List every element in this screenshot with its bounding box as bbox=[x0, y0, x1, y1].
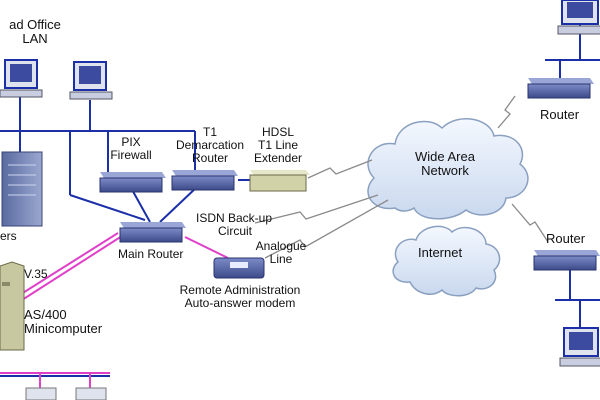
hdsl-label-line3: Extender bbox=[253, 151, 303, 165]
remote-label-line2: Auto-answer modem bbox=[184, 296, 296, 310]
hdsl-label: HDSL T1 Line Extender bbox=[250, 126, 306, 165]
isdn-label-line2: Circuit bbox=[218, 224, 253, 238]
t1-demarcation-router-icon bbox=[171, 170, 238, 191]
remote-admin-label: Remote Administration Auto-answer modem bbox=[165, 284, 315, 310]
pc-bottom-left-1 bbox=[25, 387, 57, 400]
hdsl-label-line2: T1 Line bbox=[257, 138, 299, 152]
servers-label: ers bbox=[0, 229, 17, 243]
modem-icon bbox=[213, 257, 265, 279]
remote-label-line1: Remote Administration bbox=[179, 283, 301, 297]
tower-server-icon bbox=[1, 151, 43, 227]
as400-label-line1: AS/400 bbox=[24, 307, 67, 322]
pink-links bbox=[0, 232, 229, 390]
internet-label: Internet bbox=[418, 245, 463, 260]
router-top-right-icon bbox=[527, 78, 594, 99]
main-router-icon bbox=[119, 222, 186, 243]
pix-label-line2: Firewall bbox=[110, 148, 152, 162]
t1-label-line2: Demarcation bbox=[175, 138, 245, 152]
hdsl-label-line1: HDSL bbox=[261, 125, 294, 139]
line-extender-icon bbox=[249, 170, 310, 192]
head-office-label: ad Office LAN bbox=[0, 18, 70, 46]
pc-bottom-right bbox=[559, 327, 600, 367]
v35-label: V.35 bbox=[24, 267, 48, 281]
as400-label-line2: Minicomputer bbox=[24, 321, 103, 336]
as400-label: AS/400 Minicomputer bbox=[24, 308, 102, 336]
wan-label-line2: Network bbox=[421, 163, 469, 178]
isdn-label: ISDN Back-up Circuit bbox=[196, 212, 272, 238]
analogue-label: Analogue Line bbox=[254, 240, 308, 266]
t1-demarcation-label: T1 Demarcation Router bbox=[170, 126, 250, 165]
pc-bottom-left-2 bbox=[75, 387, 107, 400]
wan-links bbox=[254, 95, 549, 259]
head-office-label-line1: ad Office bbox=[9, 17, 61, 32]
router-top-label: Router bbox=[540, 107, 580, 122]
wan-label-line1: Wide Area bbox=[415, 149, 475, 164]
pix-firewall-router-icon bbox=[99, 172, 166, 193]
pc-top-right bbox=[557, 0, 600, 35]
pc-head-office-2 bbox=[69, 61, 113, 100]
router-right-icon bbox=[533, 250, 600, 271]
head-office-label-line2: LAN bbox=[22, 31, 48, 46]
wan-cloud-icon bbox=[367, 118, 529, 220]
analogue-label-line2: Line bbox=[269, 252, 293, 266]
isdn-label-line1: ISDN Back-up bbox=[196, 211, 273, 225]
minicomputer-icon bbox=[0, 261, 25, 351]
router-right-label: Router bbox=[546, 231, 586, 246]
main-router-label: Main Router bbox=[118, 247, 184, 261]
t1-label-line1: T1 bbox=[202, 125, 217, 139]
pix-firewall-label: PIX Firewall bbox=[106, 136, 156, 162]
analogue-label-line1: Analogue bbox=[255, 239, 307, 253]
pc-head-office-1 bbox=[0, 59, 43, 98]
pix-label-line1: PIX bbox=[121, 135, 141, 149]
wan-label: Wide Area Network bbox=[405, 150, 485, 178]
t1-label-line3: Router bbox=[191, 151, 229, 165]
internet-cloud-icon bbox=[392, 225, 501, 297]
